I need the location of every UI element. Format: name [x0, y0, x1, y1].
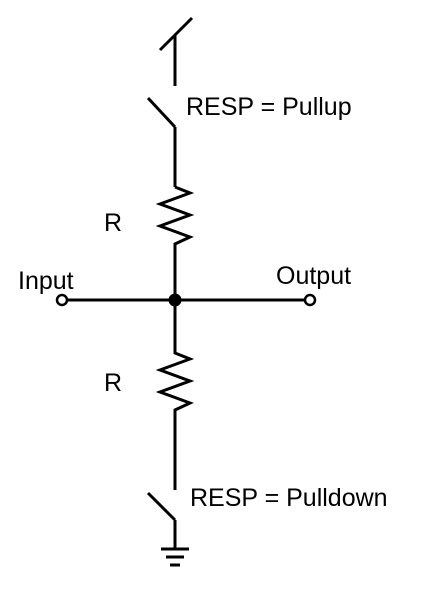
resistor-bottom [155, 300, 195, 490]
input-terminal [55, 293, 69, 307]
resistor-bottom-label: R [104, 369, 122, 397]
output-label: Output [276, 262, 351, 290]
pulldown-label: RESP = Pulldown [190, 484, 388, 512]
resistor-top-label: R [104, 209, 122, 237]
resistor-top [155, 185, 195, 300]
pullup-switch [146, 96, 177, 187]
input-label: Input [18, 267, 74, 295]
pulldown-switch [146, 491, 177, 548]
ground-symbol [161, 547, 189, 567]
output-terminal [303, 293, 317, 307]
pullup-label: RESP = Pullup [186, 93, 352, 121]
supply-rail-symbol [158, 16, 194, 86]
